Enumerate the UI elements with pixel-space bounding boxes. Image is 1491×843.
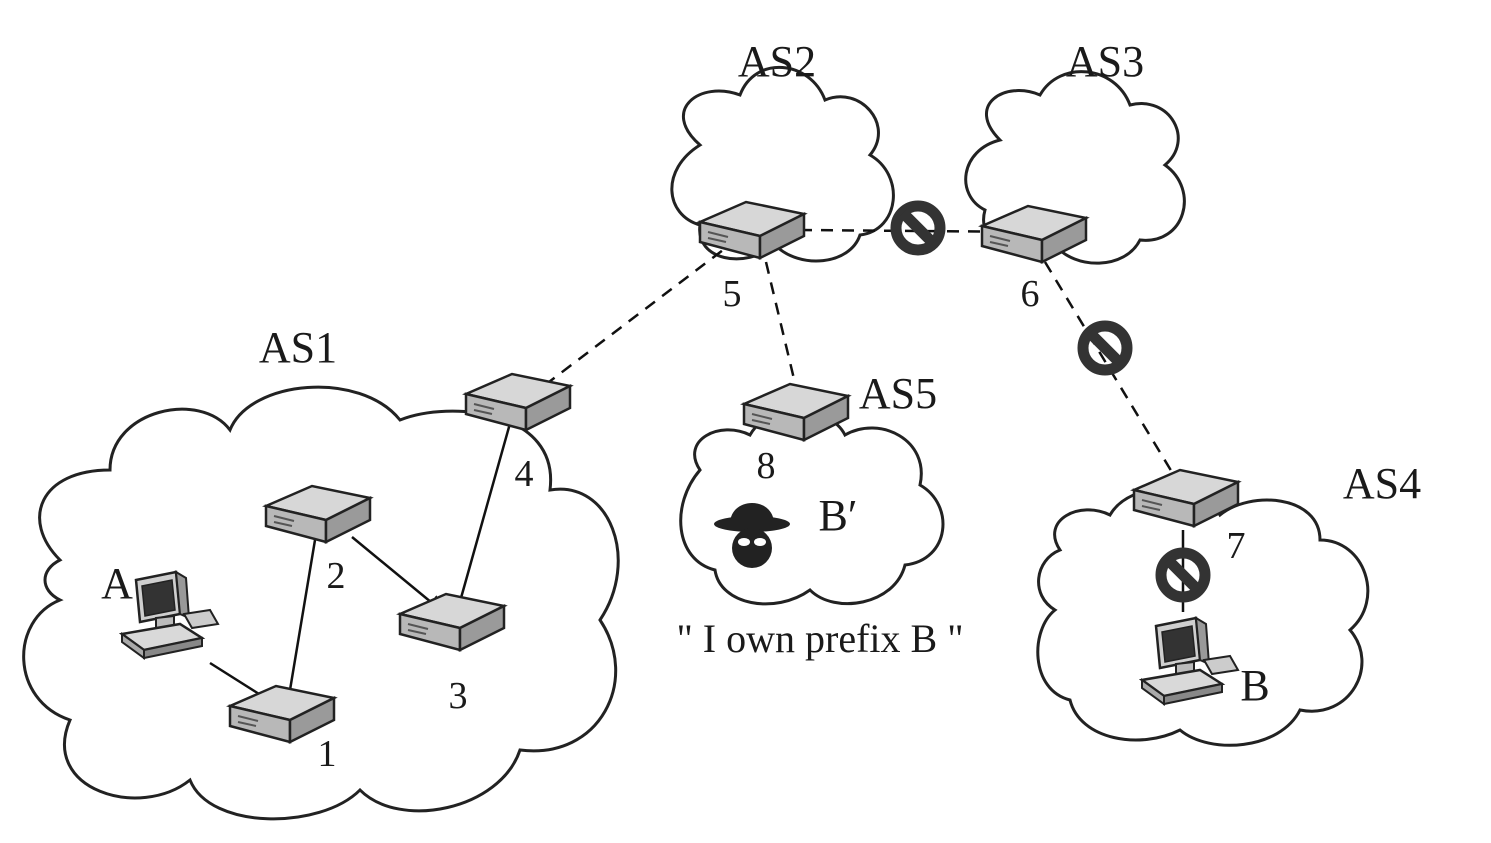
as4-label: AS4 [1343,459,1421,508]
hacker-icon [714,503,790,568]
router-7-label: 7 [1227,525,1246,567]
router-1-label: 1 [318,733,337,775]
link-3-4 [459,400,521,599]
router-2-label: 2 [327,555,346,597]
as3-label: AS3 [1066,37,1144,86]
link-5-8 [764,261,805,406]
router-5-label: 5 [723,273,742,315]
blocked-6-7-no-entry-icon [1083,326,1127,370]
as5-label: AS5 [859,369,937,418]
host-b-label: B [1240,661,1269,710]
router-6-label: 6 [1021,273,1040,315]
blocked-5-6-no-entry-icon [896,206,940,250]
as2-label: AS2 [738,37,816,86]
as4-cloud [1036,487,1370,747]
router-4-label: 4 [515,453,534,495]
router-8-label: 8 [757,445,776,487]
link-4-5 [544,226,754,386]
as1-label: AS1 [259,323,337,372]
prefix-announcement: " I own prefix B " [676,616,963,661]
host-a-label: A [101,559,133,608]
attacker-label: B′ [819,491,858,540]
as5-cloud [679,409,945,606]
as1-cloud [22,385,620,821]
link-6-7 [1043,261,1186,494]
router-3-label: 3 [449,675,468,717]
link-2-3 [351,536,445,614]
